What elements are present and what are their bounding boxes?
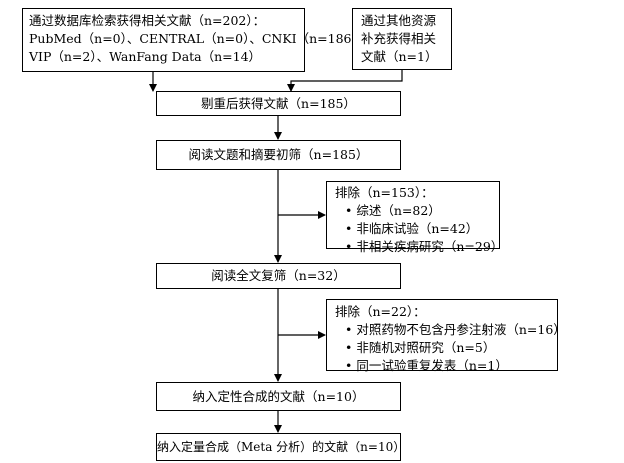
db-search-box: 通过数据库检索获得相关文献（n=202）： PubMed（n=0）、CENTRA… (22, 8, 371, 72)
exclude1-item-nonclinical: • 非临床试验（n=42） (345, 221, 479, 236)
qualitative-box: 纳入定性合成的文献（n=10） (156, 382, 401, 411)
exclude2-item-control: • 对照药物不包含丹参注射液（n=16） (345, 322, 566, 337)
dedup-box: 剔重后获得文献（n=185） (156, 91, 401, 116)
exclude1-item-unrelated: • 非相关疾病研究（n=29） (345, 239, 504, 254)
other-sources-line-1: 通过其他资源 (361, 13, 437, 28)
exclude2-item-nonrandom: • 非随机对照研究（n=5） (345, 340, 496, 355)
db-search-line-3: VIP（n=2）、WanFang Data（n=14） (29, 49, 262, 64)
exclude1-title: 排除（n=153）： (335, 185, 434, 200)
fulltext-box: 阅读全文复筛（n=32） (156, 263, 401, 289)
arrow-other-to-dedup (287, 70, 403, 92)
fulltext-text: 阅读全文复筛（n=32） (211, 268, 346, 283)
exclude2-box: 排除（n=22）： • 对照药物不包含丹参注射液（n=16） • 非随机对照研究… (326, 299, 566, 373)
exclude1-box: 排除（n=153）： • 综述（n=82） • 非临床试验（n=42） • 非相… (326, 181, 503, 254)
db-search-line-1: 通过数据库检索获得相关文献（n=202）： (29, 13, 266, 28)
db-search-line-2: PubMed（n=0）、CENTRAL（n=0）、CNKI（n=186）、 (29, 31, 371, 46)
quantitative-box: 纳入定量合成（Meta 分析）的文献（n=10） (156, 433, 406, 461)
other-sources-box: 通过其他资源 补充获得相关 文献（n=1） (352, 8, 452, 70)
screen-text: 阅读文题和摘要初筛（n=185） (188, 147, 369, 162)
qualitative-text: 纳入定性合成的文献（n=10） (192, 388, 365, 404)
other-sources-line-3: 文献（n=1） (361, 49, 438, 64)
exclude2-title: 排除（n=22）： (335, 304, 426, 319)
screen-box: 阅读文题和摘要初筛（n=185） (156, 140, 401, 170)
exclude1-item-reviews: • 综述（n=82） (345, 203, 441, 218)
quantitative-text: 纳入定量合成（Meta 分析）的文献（n=10） (157, 440, 406, 454)
exclude2-item-duplicate: • 同一试验重复发表（n=1） (345, 358, 508, 373)
dedup-text: 剔重后获得文献（n=185） (201, 95, 356, 111)
other-sources-line-2: 补充获得相关 (361, 31, 437, 46)
